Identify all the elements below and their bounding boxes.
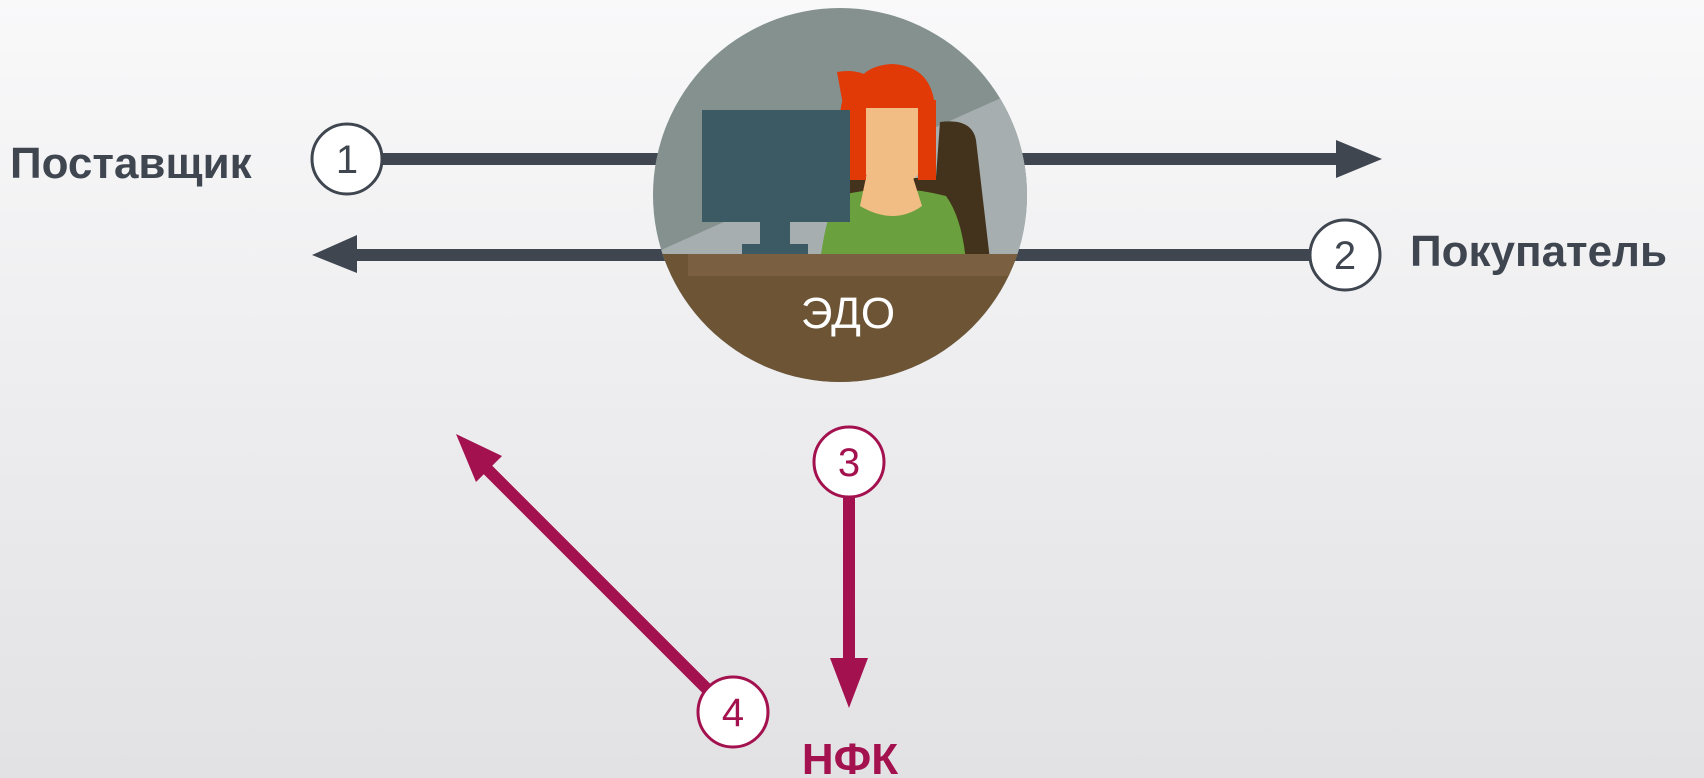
step-2-number: 2 [1334,234,1356,278]
buyer-label: Покупатель [1410,227,1667,276]
supplier-label: Поставщик [10,139,253,188]
step-4-number: 4 [722,691,744,735]
edo-label: ЭДО [801,289,895,338]
step-1-number: 1 [336,138,358,182]
edo-illustration [653,8,1027,382]
step-4-marker: 4 [696,675,770,749]
step-1-marker: 1 [310,122,384,196]
nfk-label: НФК [802,735,898,778]
step-3-marker: 3 [812,425,886,499]
step-3-number: 3 [838,441,860,485]
arrow-edo-to-nfk [830,495,868,708]
arrow-nfk-to-supplier [456,434,717,699]
step-2-marker: 2 [1308,218,1382,292]
